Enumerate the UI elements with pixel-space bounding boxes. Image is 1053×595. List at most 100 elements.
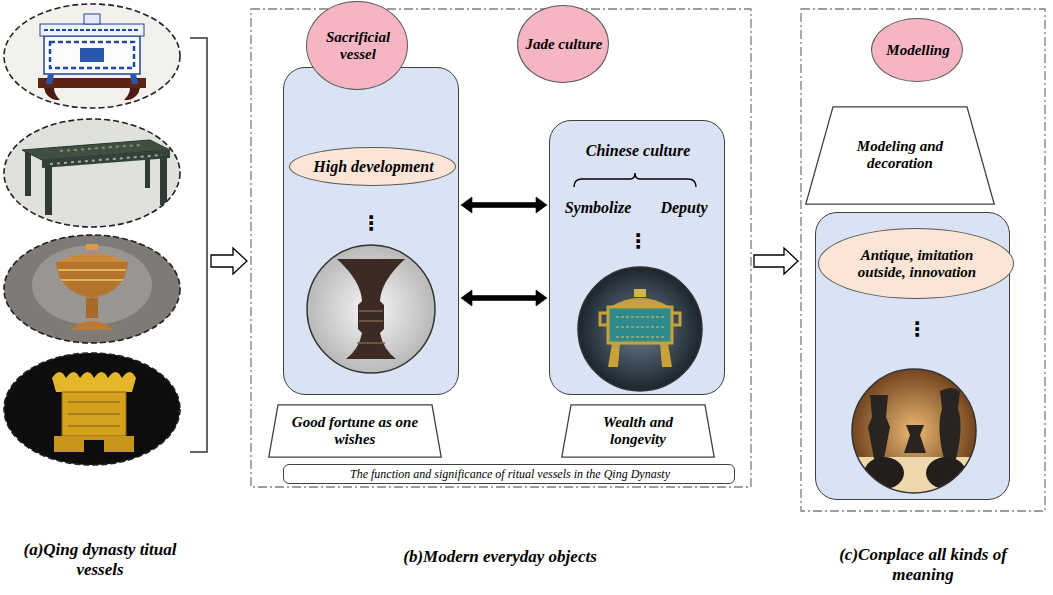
illustration-part [46,74,54,84]
meaning-trapezoid: Modeling and decoration [805,106,995,205]
illustration-part [44,88,60,100]
trapezoid-shape [269,405,441,457]
illustration-part [32,245,152,325]
photo-ground [307,245,435,373]
illustration-part [25,151,31,196]
topic-oval: Modelling [871,18,963,82]
illustration-part [80,48,104,62]
ellipsis-mark: ⋮ [628,231,648,251]
panel-caption: (a)Qing dynasty titual vessels [5,540,195,579]
group-bracket [190,38,207,452]
illustration-part [68,402,120,426]
illustration-part [0,350,190,470]
node-label: Wealth and longevity [578,414,698,449]
illustration-part [86,298,98,318]
illustration-part [86,244,98,250]
illustration-part [50,155,162,164]
vessel-silhouette [868,395,890,459]
photo-frame [307,245,435,373]
vessel-photo [578,267,702,391]
vessel-silhouette [939,388,960,459]
node-label: Deputy [660,199,707,217]
blue-white-vessel-photo [0,0,190,112]
node-label: Modeling and decoration [840,138,960,173]
dash-dot-border [251,9,751,487]
content-panel: Antique, imitation outside, innovation⋮ [815,212,1010,500]
meaning-trapezoid: Wealth and longevity [561,404,715,458]
meaning-trapezoid: Good fortune as one wishes [268,404,442,458]
golden-dou-photo [0,230,190,348]
illustration-part [0,230,190,348]
gold-vessel-photo [0,350,190,470]
illustration-part [44,36,140,74]
content-panel: High development ⋮ [283,67,459,395]
node-label: Chinese culture [586,142,690,160]
illustration-part [54,436,134,452]
double-arrow [461,290,547,306]
vessel-pattern [357,311,385,343]
hollow-arrow [754,248,798,274]
node-label: Antique, imitation outside, innovation [842,247,992,282]
topic-oval: Jade culture [517,5,608,83]
illustration-part [52,372,136,392]
illustration-part [58,253,126,262]
node-label: The function and significance of ritual … [350,468,670,482]
illustration-part [40,24,144,36]
illustration-part [45,166,52,215]
ding-knob [634,289,646,297]
photo-frame [852,369,976,493]
illustration-part [44,29,140,31]
vessel-photo [307,245,435,373]
content-panel: Chinese cultureSymbolize Deputy ⋮ [549,120,725,395]
illustration-part [84,14,100,24]
illustration-part [70,321,114,330]
photo-frame [4,119,180,227]
vessel-figure [852,388,976,497]
trapezoid-shape [806,107,994,204]
node-label: Jade culture [525,36,602,53]
stage-panel: ModellingModeling and decorationAntique,… [800,8,1046,512]
photo-frame [4,235,180,343]
node-label: Good fortune as one wishes [285,414,425,449]
theme-oval: Antique, imitation outside, innovation [818,228,1013,299]
ellipsis-mark: ⋮ [361,213,381,233]
illustration-part [50,42,134,68]
illustration-part [58,269,126,271]
illustration-part [42,150,170,168]
illustration-part [130,74,138,84]
vessel-illustration [550,121,726,396]
illustration-part [60,145,140,151]
gu-vase [337,259,405,359]
illustration-part [56,262,128,298]
vessel-figure [337,259,405,359]
photo-ground [578,267,702,391]
node-label: Sacrificial vessel [318,29,398,64]
node-label: Symbolize [565,199,632,217]
vessel-silhouette [904,425,926,453]
photo-frame [4,4,180,108]
vessel-photo [852,369,976,497]
node-label: Modelling [886,42,949,59]
curly-brace [574,173,696,187]
illustration-part [160,156,167,205]
illustration-part [0,0,190,112]
hollow-arrow [211,248,247,274]
dash-dot-border [801,9,1045,511]
double-arrow [461,197,547,213]
vessel-figure [600,289,680,367]
topic-oval: Sacrificial vessel [306,1,407,90]
panel-caption: (b)Modern everyday objects [403,547,597,567]
theme-oval: High development [289,147,456,186]
photo-frame [578,267,702,391]
trapezoid-shape [562,405,714,457]
ding-handles [600,313,680,325]
bronze-bench-photo [0,115,190,231]
display-shelf [852,457,976,497]
ding-body [608,307,672,343]
illustration-part [84,440,104,452]
illustration-part [124,88,140,100]
illustration-part [38,78,146,88]
node-label: High development [313,158,433,176]
